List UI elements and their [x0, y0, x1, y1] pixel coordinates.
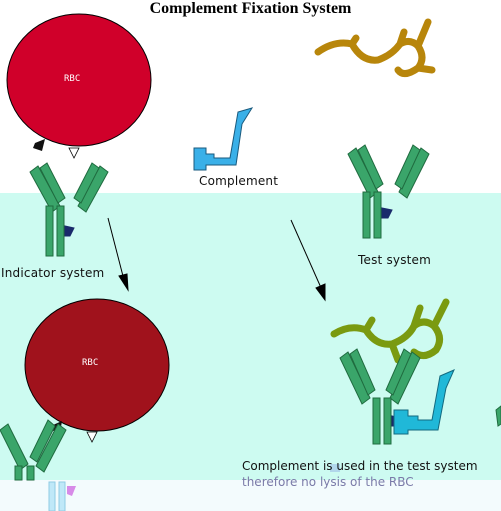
antibody-test-top	[347, 144, 430, 239]
caption-line-2: therefore no lysis of the RBC	[242, 475, 414, 489]
rbc-bottom-label: RBC	[82, 358, 99, 368]
rbc-bottom	[24, 298, 170, 443]
result-caption: Complement is used in the test system th…	[242, 458, 500, 490]
rbc-top-label: RBC	[64, 74, 81, 84]
indicator-system-label: Indicator system	[1, 266, 105, 280]
complement-label: Complement	[199, 174, 279, 188]
test-system-label: Test system	[358, 253, 432, 267]
antigen-test-bottom	[330, 298, 450, 364]
faint-antibody-bottom	[48, 464, 340, 511]
antibody-indicator-top	[29, 162, 109, 257]
complement-molecule-top	[193, 107, 254, 171]
complement-molecule-bound	[393, 369, 455, 435]
arrow-to-indicator-result	[107, 217, 129, 292]
bottom-strip	[0, 480, 501, 511]
caption-line-1: Complement is used in the test system	[242, 459, 478, 473]
antibody-edge-partial	[495, 405, 501, 427]
antigen-test-top	[314, 18, 436, 77]
antibody-test-bottom	[339, 348, 421, 445]
diagram-title: Complement Fixation System	[149, 0, 352, 17]
arrow-to-test-result	[290, 219, 326, 302]
antibody-indicator-bottom	[0, 419, 67, 481]
rbc-top	[6, 13, 152, 159]
